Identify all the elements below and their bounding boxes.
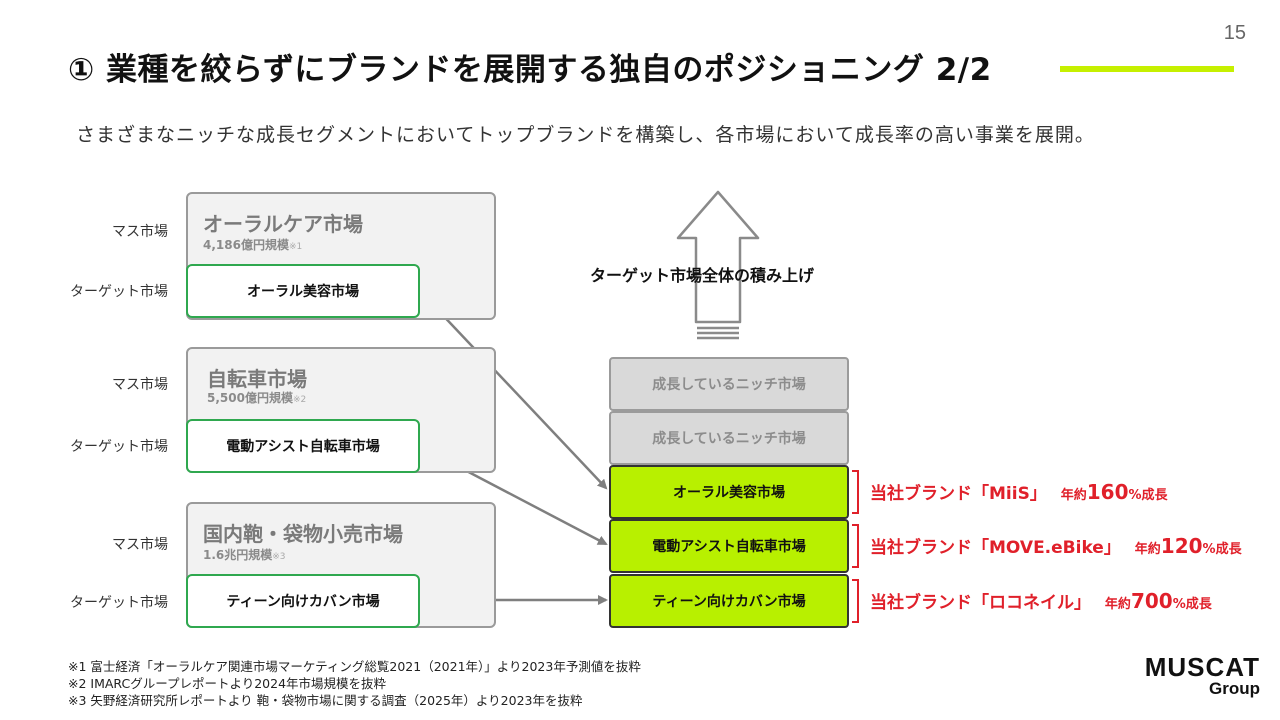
mass-market-size: 5,500億円規模※2 [207,389,306,406]
brand-year-label: 年約 [1060,488,1087,503]
mass-market-name: オーラルケア市場 [203,212,363,236]
mass-size-value: 1.6兆円規模 [203,548,273,562]
stack-box-bicycle: 電動アシスト自転車市場 [609,519,849,573]
target-market-box-bag: ティーン向けカバン市場 [186,574,420,628]
mass-market-size: 1.6兆円規模※3 [203,546,286,563]
brand-rate-unit: % [1202,542,1216,557]
target-label-1: ターゲット市場 [70,284,168,300]
up-arrow-icon [676,190,760,340]
stack-box-bag: ティーン向けカバン市場 [609,574,849,628]
target-market-box-oral: オーラル美容市場 [186,264,420,318]
target-market-box-bicycle: 電動アシスト自転車市場 [186,419,420,473]
brand-suffix: 成長 [1141,488,1168,503]
footnote-3: ※3 矢野経済研究所レポートより 鞄・袋物市場に関する調査（2025年）より20… [68,693,583,708]
page-title: ① 業種を絞らずにブランドを展開する独自のポジショニング 2/2 [68,52,992,88]
brand-growth-move-ebike: 当社ブランド「MOVE.eBike」 年約120%成長 [870,533,1242,558]
footnote-2: ※2 IMARCグループレポートより2024年市場規模を抜粋 [68,676,387,691]
stack-box-niche-1: 成長しているニッチ市場 [609,357,849,411]
logo-sub-text: Group [1209,679,1260,698]
brand-rate-unit: % [1128,488,1142,503]
company-logo: MUSCAT Group [1134,652,1260,699]
mass-label-3: マス市場 [112,537,168,553]
target-label-3: ターゲット市場 [70,595,168,611]
bracket-oral [852,470,859,514]
brand-rate: 160 [1086,480,1129,504]
mass-size-value: 5,500億円規模 [207,391,293,405]
page-subtitle: さまざまなニッチな成長セグメントにおいてトップブランドを構築し、各市場において成… [76,124,1095,146]
mass-market-box-oral: オーラルケア市場 4,186億円規模※1 [186,192,496,320]
brand-name: 当社ブランド「MOVE.eBike」 [870,538,1121,558]
brand-growth-loconail: 当社ブランド「ロコネイル」 年約700%成長 [870,588,1212,613]
connector-arrow-oral [418,289,608,490]
title-accent-bar [1060,66,1234,72]
brand-name: 当社ブランド「ロコネイル」 [870,593,1091,613]
mass-size-note: ※2 [292,395,307,405]
brand-growth-miis: 当社ブランド「MiiS」 年約160%成長 [870,479,1168,504]
bracket-bicycle [852,524,859,568]
mass-market-name: 国内鞄・袋物小売市場 [203,522,403,546]
stack-box-niche-2: 成長しているニッチ市場 [609,411,849,465]
brand-rate: 120 [1160,534,1203,558]
stack-caption: ターゲット市場全体の積み上げ [590,266,815,285]
brand-suffix: 成長 [1215,542,1242,557]
footnote-1: ※1 富士経済「オーラルケア関連市場マーケティング総覧2021（2021年）」よ… [68,659,641,674]
mass-size-value: 4,186億円規模 [203,238,289,252]
mass-market-size: 4,186億円規模※1 [203,236,302,253]
logo-main-text: MUSCAT [1144,652,1260,682]
mass-size-note: ※1 [288,242,303,252]
brand-rate: 700 [1130,589,1173,613]
bracket-bag [852,579,859,623]
mass-label-2: マス市場 [112,377,168,393]
page-number: 15 [1223,22,1246,44]
footnotes: ※1 富士経済「オーラルケア関連市場マーケティング総覧2021（2021年）」よ… [68,658,641,709]
target-label-2: ターゲット市場 [70,439,168,455]
stack-box-oral: オーラル美容市場 [609,465,849,519]
mass-market-name: 自転車市場 [207,367,307,391]
brand-rate-unit: % [1172,597,1186,612]
brand-year-label: 年約 [1104,597,1131,612]
brand-year-label: 年約 [1134,542,1161,557]
brand-suffix: 成長 [1185,597,1212,612]
brand-name: 当社ブランド「MiiS」 [870,484,1047,504]
mass-size-note: ※3 [272,552,286,562]
mass-label-1: マス市場 [112,224,168,240]
